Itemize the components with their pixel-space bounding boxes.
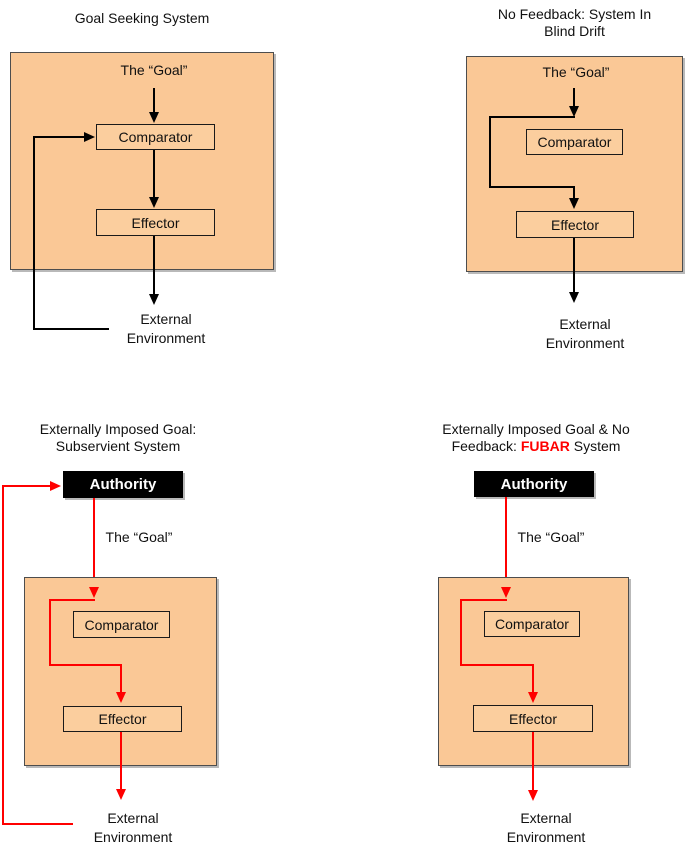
arrowhead-down-icon	[149, 294, 159, 305]
red-feedback-line-left	[2, 485, 4, 825]
feedback-line-top	[33, 136, 84, 138]
goal-label: The “Goal”	[105, 529, 173, 545]
environment-label: External Environment	[515, 315, 655, 353]
diagram-title-line1: No Feedback: System In	[497, 6, 652, 22]
red-bypass-line-left	[460, 599, 462, 666]
environment-label-line2: Environment	[93, 829, 173, 845]
environment-label: External Environment	[476, 809, 616, 847]
arrowhead-down-icon	[149, 112, 159, 123]
red-bypass-line-down	[120, 664, 122, 692]
goal-label: The “Goal”	[517, 529, 585, 545]
red-goal-line	[93, 498, 95, 587]
arrowhead-down-icon	[116, 692, 126, 703]
comparator-box: Comparator	[526, 129, 623, 155]
effector-box: Effector	[473, 705, 593, 732]
feedback-line-bottom	[33, 328, 109, 330]
red-feedback-line-bottom	[2, 823, 73, 825]
environment-label-line2: Environment	[545, 335, 625, 351]
arrowhead-down-icon	[569, 106, 579, 117]
comparator-box: Comparator	[96, 124, 215, 150]
effector-to-environment-line	[153, 236, 155, 294]
effector-to-environment-line	[573, 238, 575, 293]
goal-label: The “Goal”	[542, 64, 610, 80]
diagram-title-line2: Feedback: FUBAR System	[426, 438, 646, 455]
diagram-title-line2: Subservient System	[55, 438, 181, 454]
bypass-line-left	[489, 116, 491, 188]
feedback-line-left	[33, 136, 35, 330]
red-bypass-line-top	[460, 599, 507, 601]
comparator-box: Comparator	[73, 611, 170, 638]
goal-to-comparator-line	[153, 88, 155, 112]
effector-box: Effector	[516, 211, 634, 238]
effector-box: Effector	[63, 706, 182, 732]
red-bypass-line-left	[49, 599, 51, 666]
effector-box: Effector	[96, 209, 215, 236]
fubar-highlight: FUBAR	[520, 438, 570, 454]
title-prefix: Feedback:	[451, 438, 521, 454]
bypass-line-bottom	[489, 186, 575, 188]
arrowhead-down-icon	[528, 790, 538, 801]
arrowhead-down-icon	[501, 587, 511, 598]
arrowhead-right-icon	[50, 481, 61, 491]
diagram-title: Goal Seeking System	[74, 10, 210, 26]
authority-box: Authority	[63, 471, 183, 498]
diagram-title: Externally Imposed Goal: Subservient Sys…	[28, 421, 208, 455]
environment-label: External Environment	[96, 310, 236, 348]
red-bypass-line-bottom	[460, 664, 534, 666]
environment-label: External Environment	[63, 809, 203, 847]
diagram-title-line2: Blind Drift	[544, 23, 605, 39]
diagram-title: Externally Imposed Goal & No Feedback: F…	[426, 421, 646, 455]
bypass-line-top	[489, 116, 575, 118]
environment-label-line1: External	[107, 810, 159, 826]
diagram-title-line1: Externally Imposed Goal & No	[442, 421, 630, 437]
environment-label-line2: Environment	[506, 829, 586, 845]
arrowhead-down-icon	[569, 292, 579, 303]
red-bypass-line-down	[532, 664, 534, 692]
arrowhead-down-icon	[569, 198, 579, 209]
arrowhead-down-icon	[89, 587, 99, 598]
red-effector-to-environment-line	[120, 732, 122, 789]
red-bypass-line-bottom	[49, 664, 122, 666]
red-bypass-line-top	[49, 599, 95, 601]
red-feedback-line-top	[2, 485, 50, 487]
arrowhead-right-icon	[84, 132, 95, 142]
red-goal-line	[505, 497, 507, 587]
comparator-to-effector-line	[153, 150, 155, 197]
environment-label-line1: External	[559, 316, 611, 332]
arrowhead-down-icon	[149, 197, 159, 208]
goal-line	[573, 88, 575, 107]
environment-label-line1: External	[520, 810, 572, 826]
system-boundary-box	[10, 52, 274, 270]
red-effector-to-environment-line	[532, 732, 534, 790]
diagram-title: No Feedback: System In Blind Drift	[466, 6, 683, 40]
environment-label-line2: Environment	[126, 330, 206, 346]
bypass-line-down	[573, 186, 575, 199]
arrowhead-down-icon	[528, 692, 538, 703]
goal-label: The “Goal”	[120, 62, 188, 78]
diagram-title-line1: Externally Imposed Goal:	[39, 421, 197, 437]
arrowhead-down-icon	[116, 789, 126, 800]
authority-box: Authority	[474, 471, 594, 497]
environment-label-line1: External	[140, 311, 192, 327]
title-suffix: System	[569, 438, 621, 454]
comparator-box: Comparator	[484, 611, 580, 637]
